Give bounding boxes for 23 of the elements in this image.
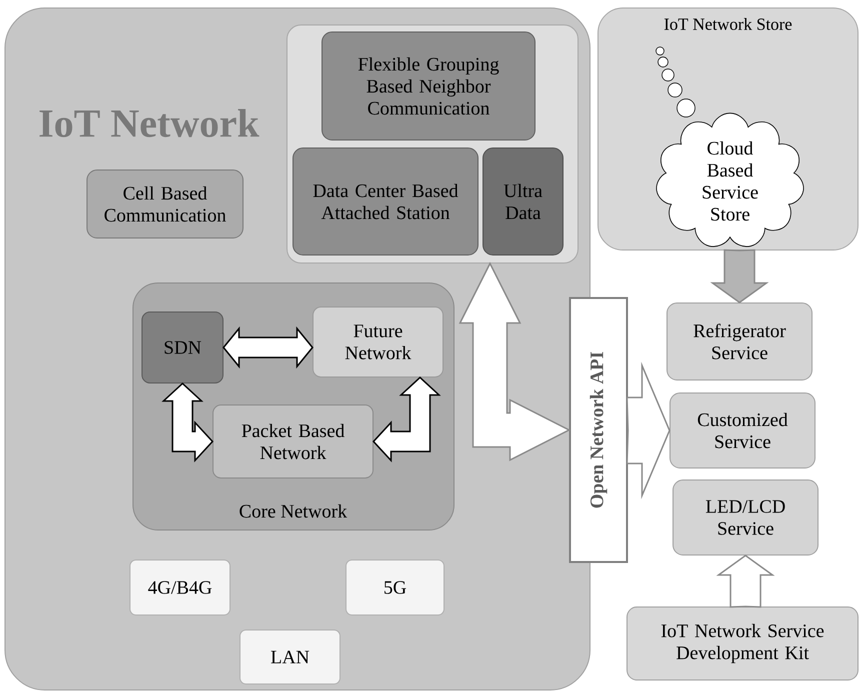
panel-title: IoT Network Store — [664, 18, 792, 30]
kit-box: IoT Network Service Development Kit — [626, 606, 858, 680]
process-box: Flexible Grouping Based Neighbor Communication — [322, 32, 536, 140]
block-arrow — [716, 554, 775, 608]
thought-cloud: Cloud Based Service Store — [656, 112, 804, 247]
process-box: Ultra Data — [482, 148, 564, 256]
process-box: Data Center Based Attached Station — [292, 148, 478, 256]
process-box: Packet Based Network — [212, 404, 374, 478]
network-box: 5G — [346, 560, 444, 616]
panel-title: IoT Network — [40, 108, 260, 138]
process-box: Future Network — [312, 306, 444, 378]
panel-title: Core Network — [240, 504, 348, 518]
process-box: SDN — [142, 312, 224, 384]
network-box: LAN — [240, 630, 340, 684]
block-arrow — [710, 249, 769, 304]
service-box: LED/LCD Service — [672, 480, 818, 556]
api-bar: Open Network API — [569, 297, 628, 563]
process-box: Cell Based Communication — [86, 170, 244, 238]
network-box: 4G/B4G — [130, 560, 230, 616]
service-box: Customized Service — [670, 392, 816, 468]
block-arrow — [626, 362, 670, 500]
service-box: Refrigerator Service — [666, 302, 812, 380]
block-arrow — [222, 326, 314, 369]
